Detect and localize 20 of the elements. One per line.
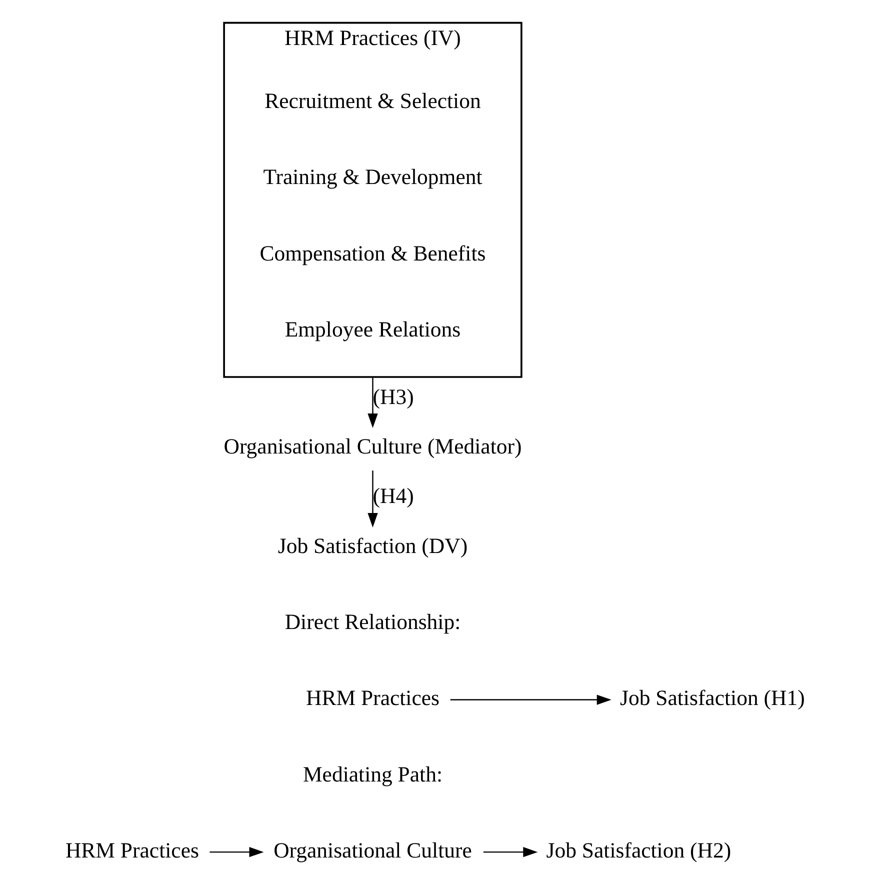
- label: Mediating Path:: [302, 762, 442, 786]
- arrow: [367, 470, 378, 528]
- node-text: Organisational Culture: [273, 838, 472, 862]
- label: Direct Relationship:: [284, 610, 460, 634]
- node-text: Employee Relations: [284, 317, 460, 342]
- node-text: Job Satisfaction (H2): [546, 838, 731, 862]
- node-text: HRM Practices: [64, 838, 198, 862]
- node-text: Job Satisfaction (H1): [619, 686, 804, 710]
- node-text: Job Satisfaction (DV): [277, 534, 468, 558]
- node-text: HRM Practices: [305, 686, 439, 710]
- node-text: Training & Development: [262, 165, 482, 190]
- node-text: Recruitment & Selection: [264, 88, 480, 113]
- arrow: [482, 846, 538, 858]
- node-text: Compensation & Benefits: [259, 241, 486, 266]
- arrow: [450, 694, 611, 705]
- arrow: [367, 377, 378, 428]
- node-text: Organisational Culture (Mediator): [223, 434, 522, 459]
- edge-label: (H3): [372, 385, 414, 410]
- edge-label: (H4): [372, 484, 414, 508]
- arrow: [209, 846, 264, 858]
